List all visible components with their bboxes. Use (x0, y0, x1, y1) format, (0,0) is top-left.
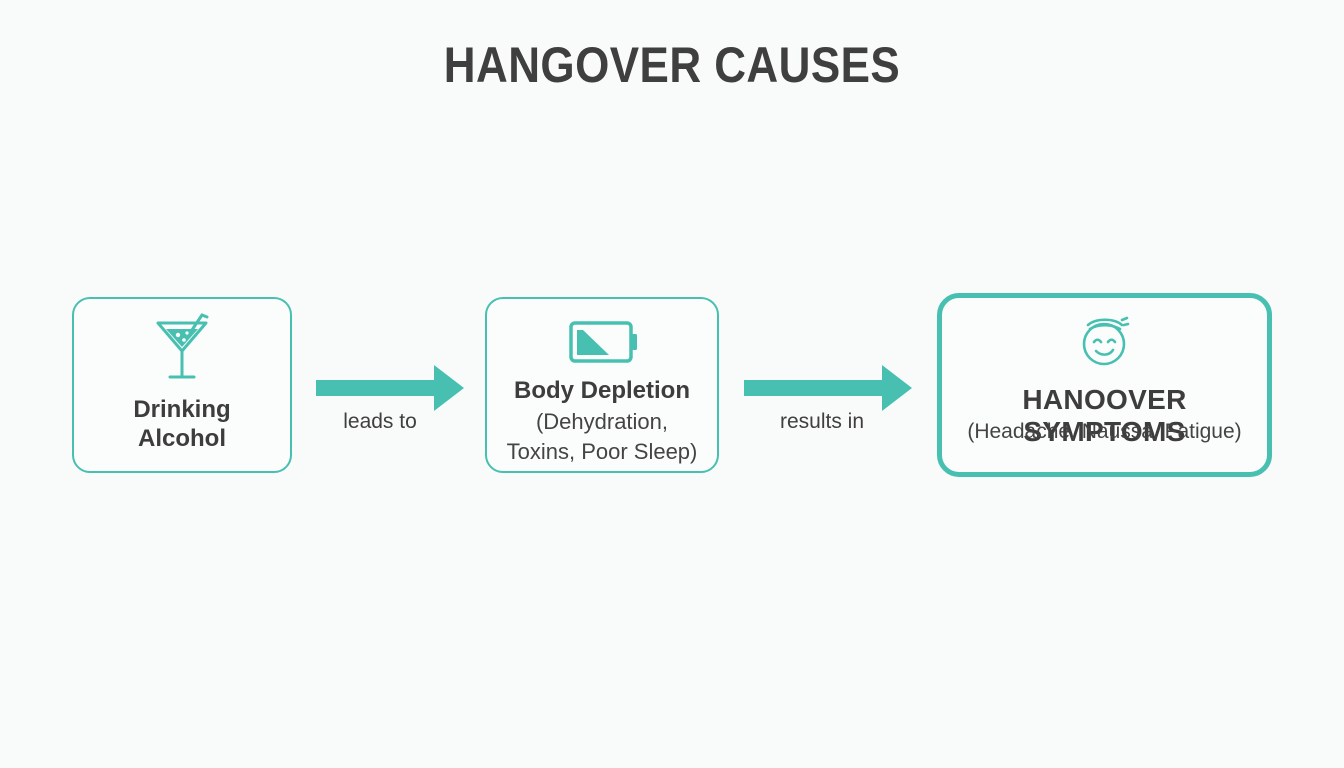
edge-label-results-in: results in (779, 410, 865, 433)
node-title-line: Drinking (133, 396, 231, 423)
dizzy-face-icon (1082, 316, 1130, 366)
arrow-results-in (744, 365, 912, 411)
arrow-leads-to (316, 365, 464, 411)
cocktail-glass-icon (156, 313, 209, 379)
edge-label-leads-to: leads to (343, 410, 417, 433)
node-subtitle: (Headache, Naussa, Fatigue) (967, 420, 1242, 443)
node-hangover-symptoms: HANOOVER SYMPTOMS (Headache, Naussa, Fat… (937, 293, 1272, 477)
node-title: Body Depletion (513, 377, 690, 404)
node-subtitle-line: Toxins, Poor Sleep) (506, 439, 698, 464)
diagram-title: HANGOVER CAUSES (443, 37, 901, 93)
node-drinking-alcohol: Drinking Alcohol (72, 297, 292, 473)
node-title-line: Alcohol (138, 425, 226, 452)
node-title: HANOOVER SYMPTOMS (1022, 384, 1187, 447)
node-subtitle-line: (Dehydration, (535, 409, 669, 434)
node-subtitle: (Dehydration, Toxins, Poor Sleep) (487, 407, 717, 467)
node-body-depletion: Body Depletion (Dehydration, Toxins, Poo… (485, 297, 719, 473)
node-title: Drinking Alcohol (74, 395, 290, 453)
low-battery-icon (569, 321, 637, 363)
